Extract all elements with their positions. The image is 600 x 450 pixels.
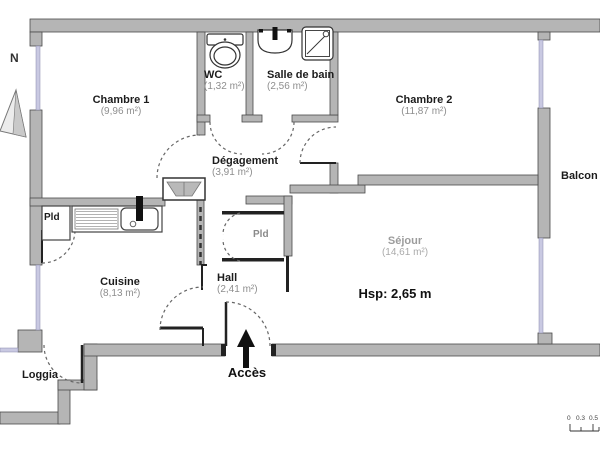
room-name: Chambre 1 xyxy=(92,94,150,106)
room-area: (8,13 m²) xyxy=(99,288,141,300)
room-label-cuisine: Cuisine (8,13 m²) xyxy=(100,276,141,300)
kitchen-sink-icon xyxy=(71,196,163,233)
door-panel-icon xyxy=(162,177,206,201)
room-label-wc: WC (1,32 m²) xyxy=(204,69,245,93)
room-label-chambre2: Chambre 2 (11,87 m²) xyxy=(396,94,453,118)
room-label-degagement: Dégagement (3,91 m²) xyxy=(212,155,278,179)
compass-label: N xyxy=(10,51,19,65)
room-area: (11,87 m²) xyxy=(401,106,447,118)
scale-label-0: 0 xyxy=(567,415,571,422)
room-label-sejour: Séjour (14,61 m²) xyxy=(382,235,428,259)
closet-label-cuisine: Pld xyxy=(44,212,60,223)
room-area: (14,61 m²) xyxy=(381,247,429,259)
entrance-arrow-icon xyxy=(237,329,255,368)
scale-label-1: 0.3 xyxy=(576,415,586,422)
room-name: WC xyxy=(204,69,223,81)
room-name: Salle de bain xyxy=(267,69,335,81)
room-area: (3,91 m²) xyxy=(212,167,253,179)
room-label-hall: Hall (2,41 m²) xyxy=(217,272,258,296)
room-label-loggia: Loggia xyxy=(22,369,59,381)
walls xyxy=(0,18,600,425)
room-area: (1,32 m²) xyxy=(204,81,245,93)
room-name: Cuisine xyxy=(100,276,140,288)
room-label-chambre1: Chambre 1 (9,96 m²) xyxy=(93,94,150,118)
north-arrow-icon xyxy=(0,88,27,138)
room-area: (9,96 m²) xyxy=(100,106,142,118)
room-name: Chambre 2 xyxy=(395,94,453,106)
pld-cuisine-box xyxy=(41,205,71,241)
scale-label-2: 0.5 xyxy=(589,415,599,422)
shower-icon xyxy=(301,26,334,61)
room-name: Hall xyxy=(217,272,238,284)
ceiling-height-label: Hsp: 2,65 m xyxy=(358,286,432,301)
room-area: (2,56 m²) xyxy=(267,81,308,93)
closet-label-hall: Pld xyxy=(253,229,269,240)
door-swing-arcs xyxy=(41,121,337,384)
room-area: (2,41 m²) xyxy=(217,284,258,296)
room-name: Dégagement xyxy=(212,155,279,167)
windows xyxy=(0,39,544,353)
entrance-label: Accès xyxy=(227,365,267,380)
toilet-icon xyxy=(206,33,244,69)
door-leaves xyxy=(41,162,336,383)
washbasin-icon xyxy=(257,27,293,54)
partitions xyxy=(221,211,289,356)
room-label-salle-de-bain: Salle de bain (2,56 m²) xyxy=(267,69,334,93)
room-name: Séjour xyxy=(387,235,423,247)
room-label-balcon: Balcon xyxy=(561,170,598,182)
scale-bar xyxy=(569,424,600,432)
